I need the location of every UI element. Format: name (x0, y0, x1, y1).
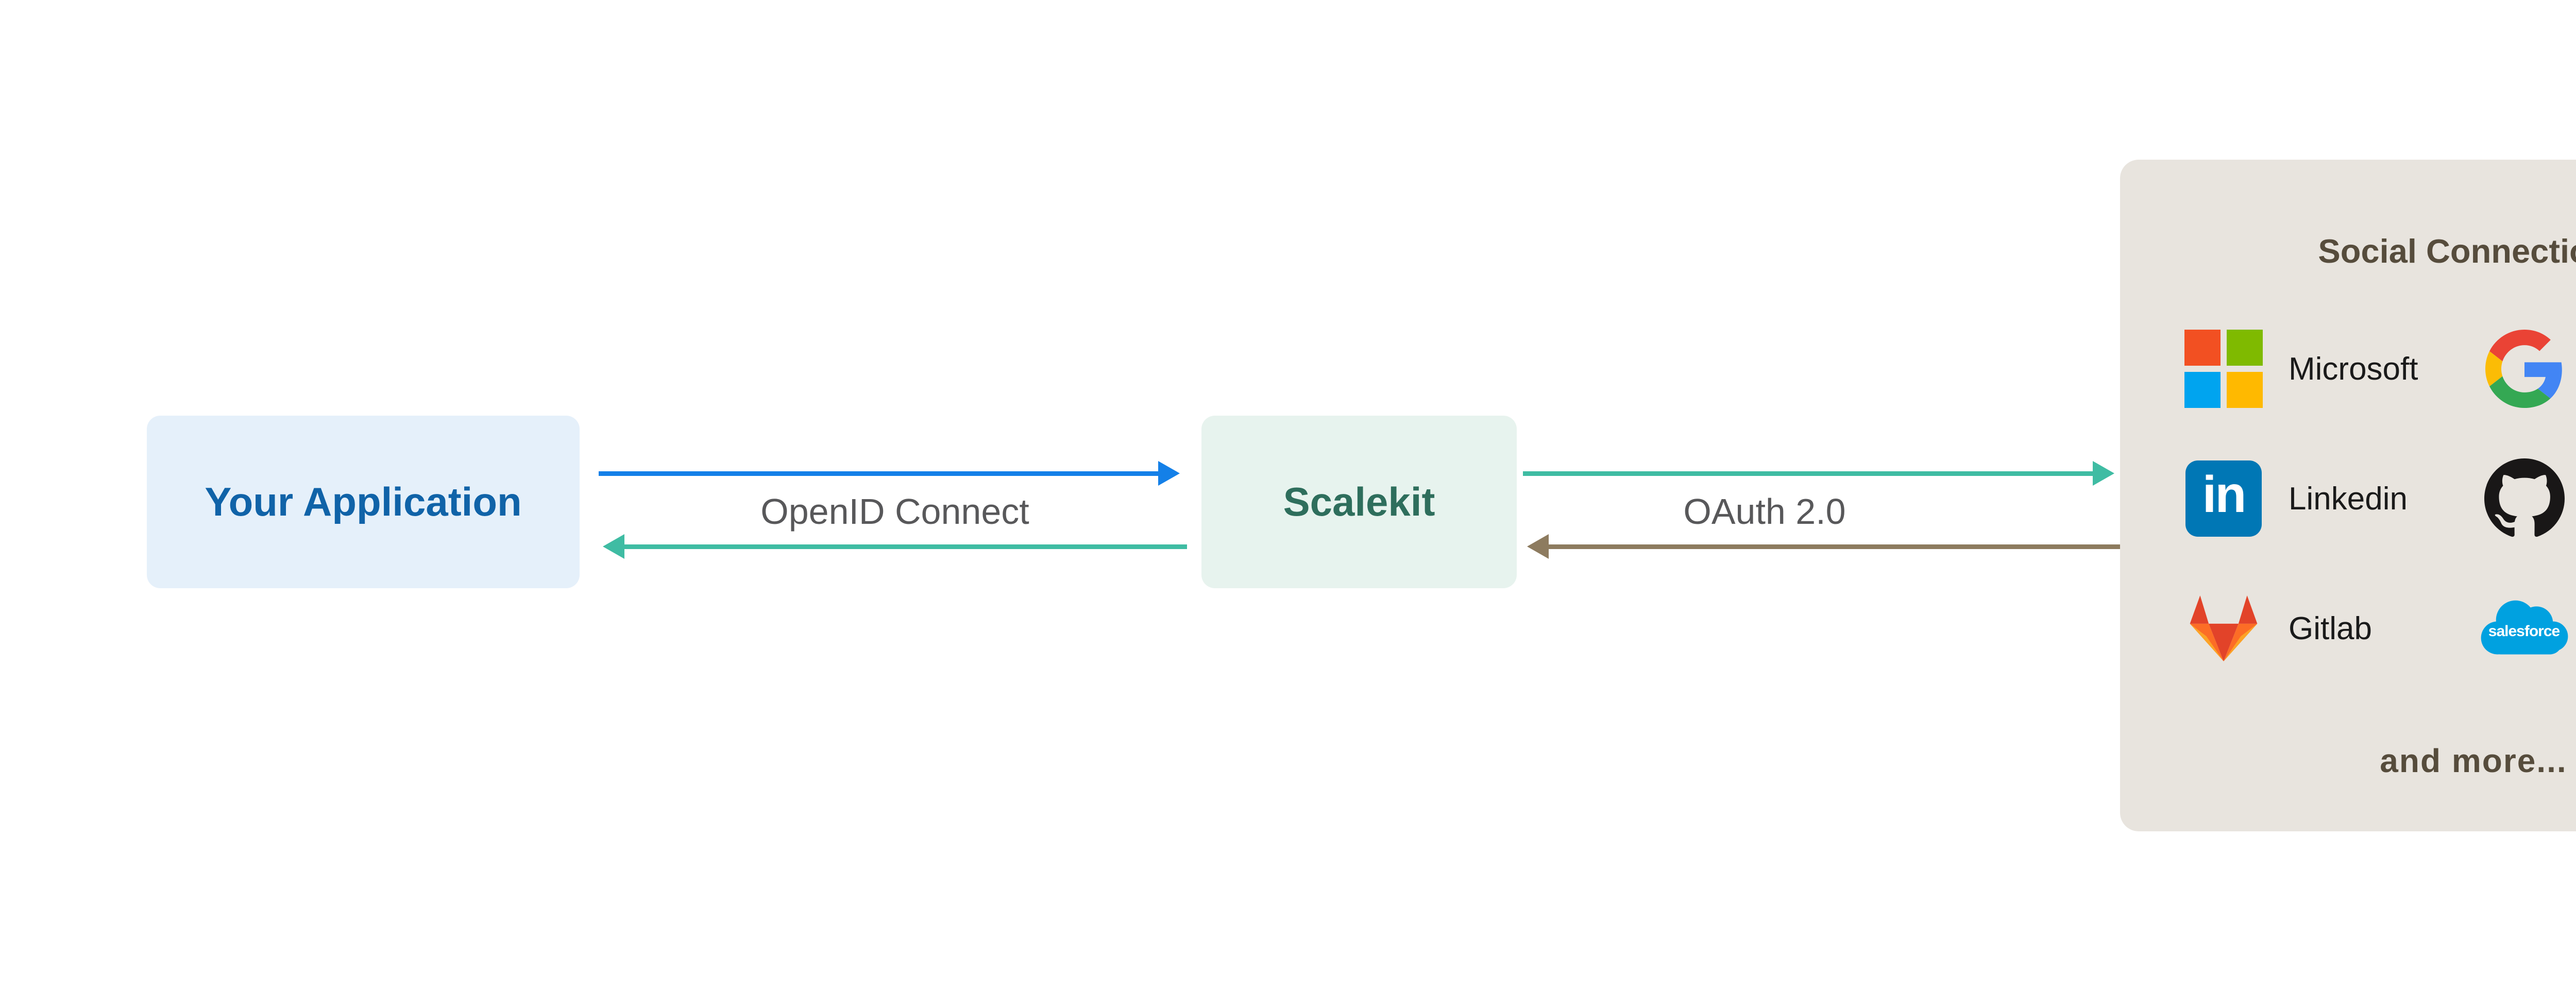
openid-forward-arrow (599, 471, 1158, 476)
ms-square-red (2184, 330, 2221, 366)
oauth-forward-arrowhead-icon (2093, 461, 2114, 486)
application-node: Your Application (147, 416, 580, 588)
openid-forward-arrowhead-icon (1158, 461, 1180, 486)
providers-grid: Microsoft Google in (2183, 329, 2576, 669)
scalekit-node: Scalekit (1201, 416, 1517, 588)
google-icon (2484, 329, 2565, 409)
provider-item-linkedin: in Linkedin (2183, 458, 2484, 539)
openid-return-arrowhead-icon (603, 534, 624, 559)
openid-return-arrow (624, 544, 1187, 549)
provider-item-gitlab: Gitlab (2183, 588, 2484, 669)
openid-connect-label: OpenID Connect (760, 491, 1029, 532)
provider-item-google: Google (2484, 329, 2576, 409)
provider-label-linkedin: Linkedin (2289, 481, 2408, 517)
linkedin-square: in (2185, 460, 2262, 537)
oauth-label: OAuth 2.0 (1683, 491, 1846, 532)
ms-square-yellow (2227, 372, 2263, 408)
provider-item-salesforce: salesforce Salesforce (2481, 588, 2576, 669)
panel-title: Social Connections (2318, 232, 2576, 270)
ms-square-blue (2184, 372, 2221, 408)
provider-label-gitlab: Gitlab (2289, 610, 2372, 646)
gitlab-icon (2183, 588, 2264, 669)
provider-item-github: Github (2484, 458, 2576, 539)
microsoft-squares (2184, 330, 2263, 408)
github-icon (2484, 458, 2565, 539)
salesforce-icon: salesforce (2481, 588, 2568, 669)
provider-item-microsoft: Microsoft (2183, 329, 2484, 409)
more-label: and more... (2380, 742, 2567, 779)
oauth-forward-arrow (1523, 471, 2093, 476)
ms-square-green (2227, 330, 2263, 366)
linkedin-icon: in (2183, 458, 2264, 539)
provider-label-microsoft: Microsoft (2289, 351, 2418, 387)
oauth-return-arrowhead-icon (1527, 534, 1549, 559)
salesforce-wordmark-glyph: salesforce (2488, 623, 2560, 640)
oauth-return-arrow (1549, 544, 2122, 549)
application-label: Your Application (205, 479, 522, 524)
microsoft-icon (2183, 329, 2264, 409)
linkedin-in-glyph: in (2202, 465, 2247, 523)
scalekit-label: Scalekit (1283, 479, 1435, 524)
social-connections-panel: Social Connections Microsoft (2120, 160, 2576, 831)
